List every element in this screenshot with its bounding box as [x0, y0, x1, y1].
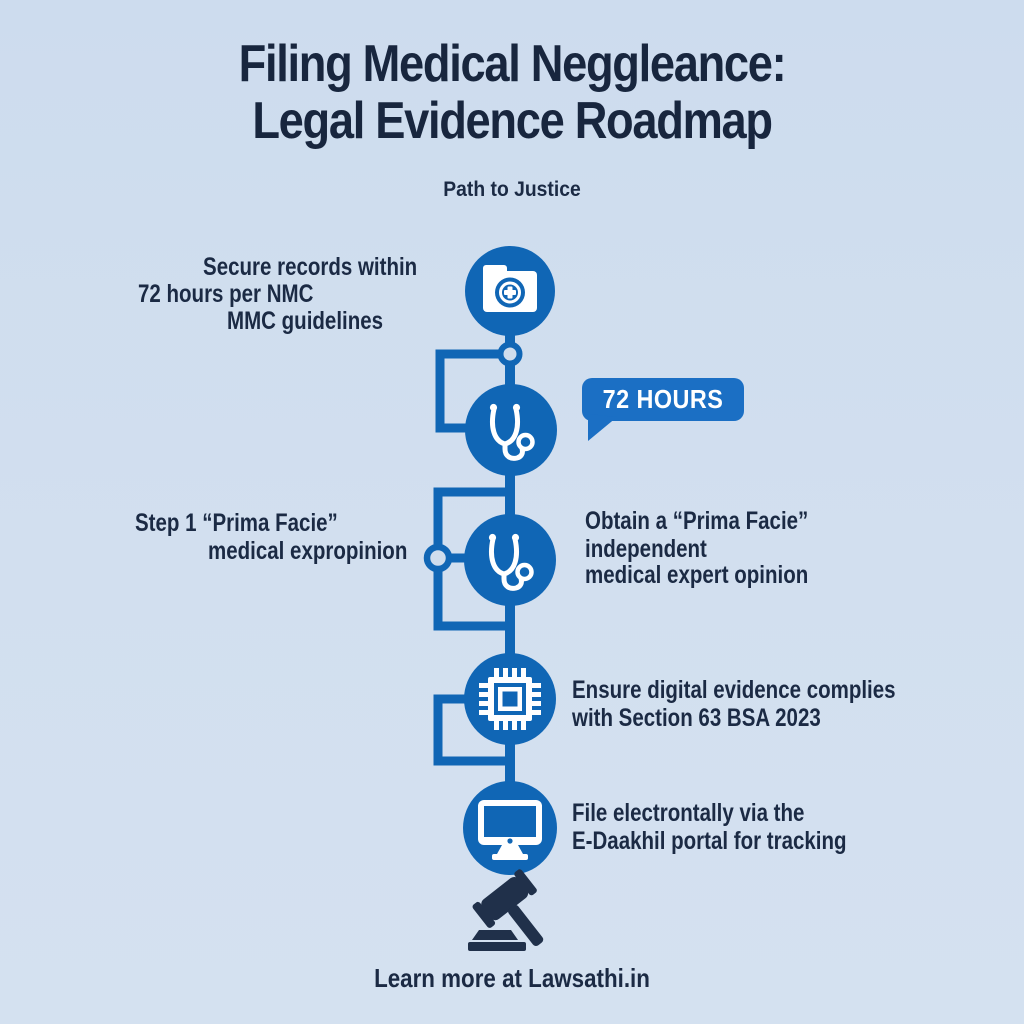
bracket-connector-3: [433, 694, 510, 766]
node-e-filing: [463, 781, 557, 875]
step4-text-line1: File electrontally via the: [572, 799, 805, 827]
step3-text-line1: Ensure digital evidence complies: [572, 676, 896, 704]
72-hours-badge: [582, 378, 744, 441]
bracket-connector-1: [435, 349, 503, 433]
node-circle: [464, 514, 556, 606]
badge-label: 72 HOURS: [602, 384, 724, 414]
microchip-icon: [479, 668, 541, 730]
step3-text-line2: with Section 63 BSA 2023: [572, 704, 821, 732]
step1-text-line2: 72 hours per NMC: [138, 280, 314, 308]
junction-ring-1: [497, 341, 523, 367]
title-line-2: Legal Evidence Roadmap: [252, 92, 773, 150]
medical-folder-icon: [483, 265, 537, 312]
step2-left-line2: medical expropinion: [208, 537, 408, 565]
node-circle: [465, 384, 557, 476]
node-72-hour-deadline: [465, 384, 557, 476]
computer-monitor-icon: [478, 800, 542, 860]
page-subtitle: Path to Justice: [443, 178, 581, 201]
node-prima-facie-opinion: [464, 514, 556, 606]
step1-text-line1: Secure records within: [202, 253, 417, 281]
page-title: Filing Medical Neggleance: Legal Evidenc…: [0, 36, 1024, 150]
step1-text-line3: MMC guidelines: [227, 307, 384, 335]
junction-ring-2: [423, 543, 453, 573]
footer-text: Learn more at Lawsathi.in: [374, 963, 650, 993]
node-secure-records: [465, 246, 555, 336]
step2-left-line1: Step 1 “Prima Facie”: [135, 509, 338, 537]
step2-right-line3: medical expert opinion: [585, 561, 809, 589]
node-digital-evidence: [464, 653, 556, 745]
step2-right-line2: independent: [585, 535, 707, 563]
gavel-icon: [468, 869, 544, 951]
title-line-1: Filing Medical Neggleance:: [238, 35, 787, 93]
step2-right-line1: Obtain a “Prima Facie”: [585, 507, 809, 535]
step4-text-line2: E-Daakhil portal for tracking: [572, 827, 847, 855]
